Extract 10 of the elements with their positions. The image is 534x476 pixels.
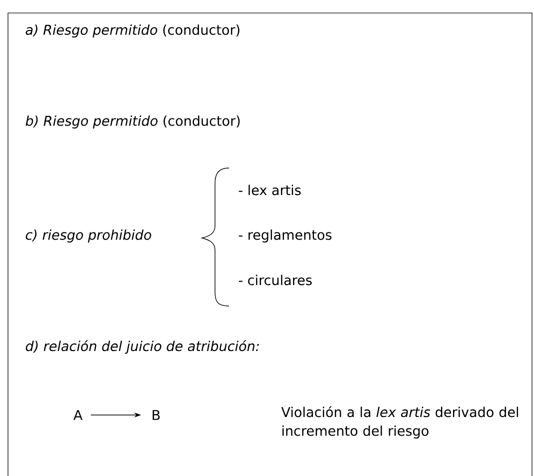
note-text: Violación a la lex artis derivado del incremento del riesgo — [281, 406, 518, 438]
list-item: - reglamentos — [238, 229, 332, 243]
section-heading: c) riesgo prohibido — [26, 229, 152, 243]
letter-label: A — [74, 410, 83, 420]
list-item: - lex artis — [238, 184, 301, 196]
section-heading: a) Riesgo permitido (conductor) — [26, 24, 240, 38]
letter-label: B — [152, 410, 160, 420]
section-heading: d) relación del juicio de atribución: — [26, 340, 259, 354]
section-heading: b) Riesgo permitido (conductor) — [26, 115, 240, 129]
list-item: - circulares — [238, 274, 312, 286]
